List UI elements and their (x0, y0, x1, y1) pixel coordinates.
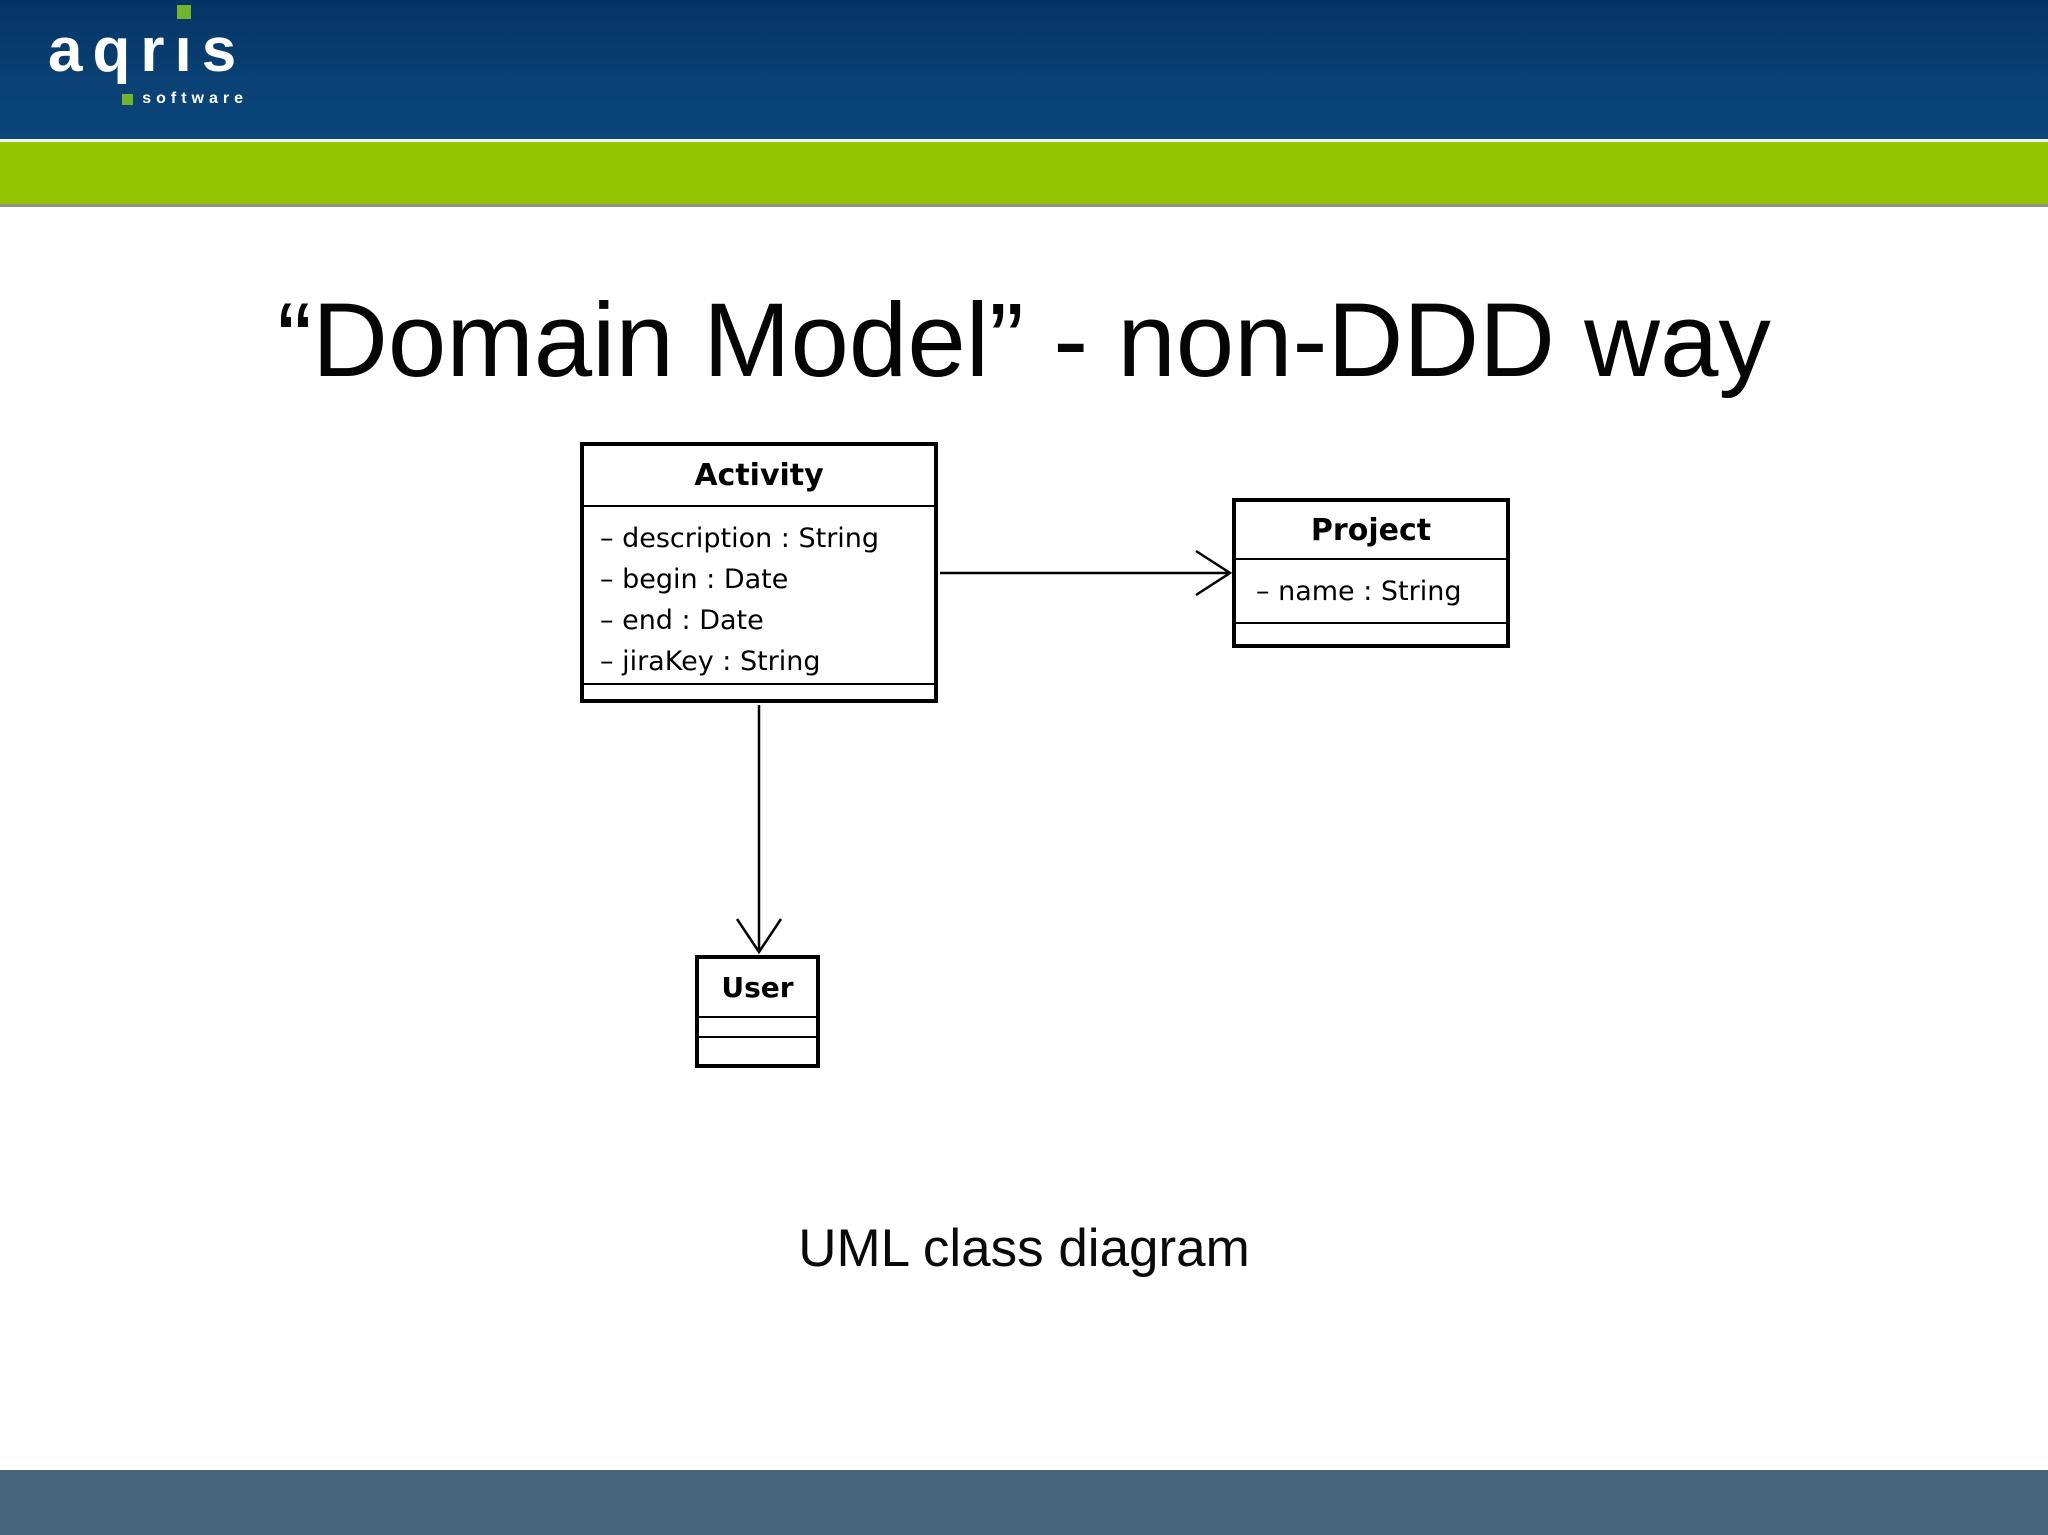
uml-attribute: – name : String (1256, 575, 1462, 607)
logo-text-s: s (201, 16, 247, 85)
uml-class-activity-name: Activity (584, 446, 934, 507)
slide-caption: UML class diagram (798, 1219, 1250, 1278)
uml-class-project: Project – name : String (1232, 498, 1510, 648)
open-arrowhead-icon (1195, 549, 1233, 597)
logo-letter-i: ı (174, 5, 201, 85)
logo-text-aqr: aqr (48, 16, 175, 85)
uml-class-user-attributes (699, 1018, 816, 1038)
green-bar-gray-divider (0, 204, 2048, 207)
uml-attribute: – begin : Date (600, 564, 789, 595)
uml-class-user-operations (699, 1038, 816, 1064)
uml-class-project-attributes: – name : String (1236, 560, 1506, 624)
uml-class-user: User (695, 955, 820, 1068)
association-activity-user (735, 705, 783, 955)
uml-class-activity: Activity – description : String – begin … (580, 442, 938, 703)
logo-subtitle-row: software (48, 90, 248, 108)
uml-attribute: – jiraKey : String (600, 646, 821, 677)
uml-class-activity-attributes: – description : String – begin : Date – … (584, 507, 934, 685)
uml-attribute: – end : Date (600, 605, 764, 636)
logo-green-square-icon (122, 93, 134, 105)
uml-class-project-name: Project (1236, 502, 1506, 560)
accent-green-bar (0, 142, 2048, 204)
uml-class-project-operations (1236, 624, 1506, 644)
open-arrowhead-icon (735, 918, 783, 955)
uml-attribute: – description : String (600, 523, 880, 554)
logo-subtitle: software (142, 90, 248, 107)
header-white-divider (0, 139, 2048, 142)
footer-bar (0, 1470, 2048, 1535)
logo-green-dot-icon (177, 5, 192, 19)
uml-class-user-name: User (699, 959, 816, 1018)
association-activity-project (940, 549, 1233, 597)
slide-title: “Domain Model” - non-DDD way (277, 282, 1771, 400)
uml-class-activity-operations (584, 685, 934, 699)
